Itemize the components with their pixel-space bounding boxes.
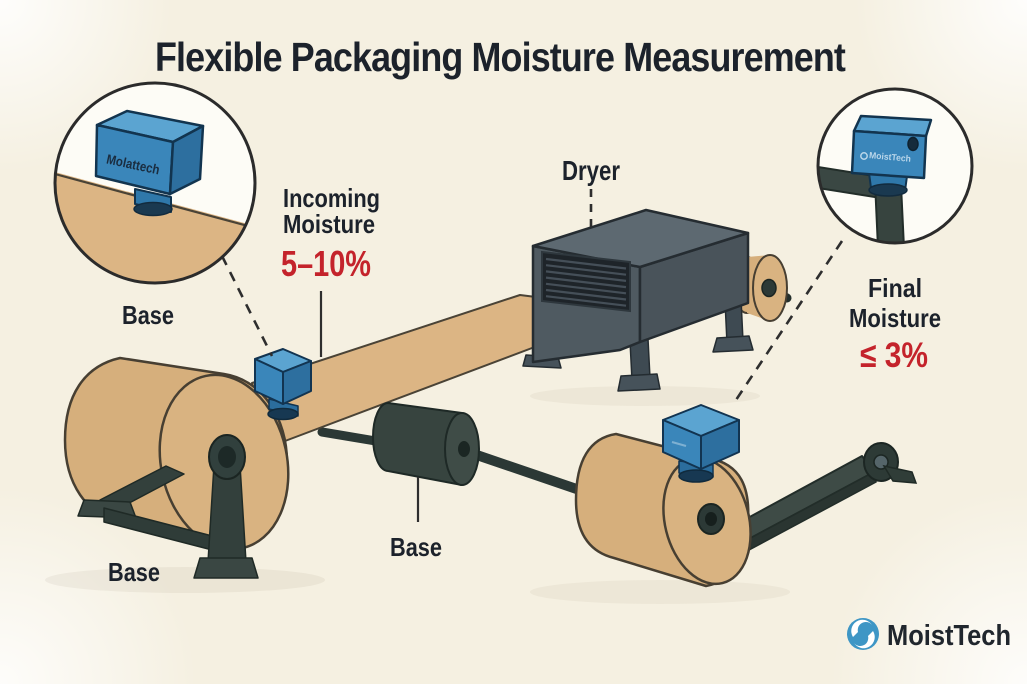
conveyor-arm: [721, 442, 918, 560]
inset-right: MoistTech: [816, 87, 974, 245]
dashed-line-right-inset: [732, 240, 844, 404]
label-final-2: Moisture: [849, 303, 941, 333]
dashed-line-left-inset: [220, 255, 274, 357]
rewind-roll-sensor: [662, 404, 740, 483]
sensor-side: [700, 419, 740, 470]
value-final-moisture: ≤ 3%: [860, 336, 928, 375]
inset-left-ring: [53, 81, 257, 285]
unwind-stand: [77, 464, 259, 579]
inset-right-sensor-brand: MoistTech: [869, 150, 912, 164]
unwind-hub: [208, 434, 246, 480]
inset-left: Molattech: [53, 81, 257, 285]
idler-roller: [372, 402, 480, 486]
label-base-unwind-bottom: Base: [108, 557, 160, 587]
sensor-lens-ring: [133, 201, 173, 217]
rewind-roll: [574, 432, 752, 588]
label-incoming-1: Incoming: [283, 183, 380, 213]
sensor-port: [907, 136, 919, 152]
inset-right-ring: [816, 87, 974, 245]
incoming-web-sensor: [254, 348, 312, 421]
label-base-idler: Base: [390, 532, 442, 562]
stand-post-foot: [193, 557, 259, 579]
inset-left-sensor: [94, 109, 205, 217]
inset-right-sensor: [850, 114, 933, 197]
dryer-vent: [541, 250, 631, 313]
page-title: Flexible Packaging Moisture Measurement: [155, 34, 846, 80]
sensor-side: [282, 360, 312, 405]
label-dryer: Dryer: [562, 155, 620, 186]
conveyor-bracket: [882, 464, 918, 484]
logo-text: MoistTech: [887, 620, 1011, 652]
moisttech-logo: MoistTech: [847, 618, 1011, 652]
sensor-lens-ring: [678, 469, 714, 483]
inset-right-brand-icon: [860, 152, 868, 160]
sensor-side: [168, 124, 205, 196]
dryer-machine: [522, 208, 754, 392]
label-incoming-2: Moisture: [283, 209, 375, 239]
idler-shaft-left: [317, 427, 387, 447]
sensor-lens-ring: [868, 183, 908, 197]
label-final-1: Final: [868, 273, 922, 303]
label-base-unwind-top: Base: [122, 300, 174, 330]
value-incoming-moisture: 5–10%: [281, 243, 371, 284]
sensor-lens-ring: [267, 407, 299, 421]
callout-lines: [220, 189, 844, 522]
